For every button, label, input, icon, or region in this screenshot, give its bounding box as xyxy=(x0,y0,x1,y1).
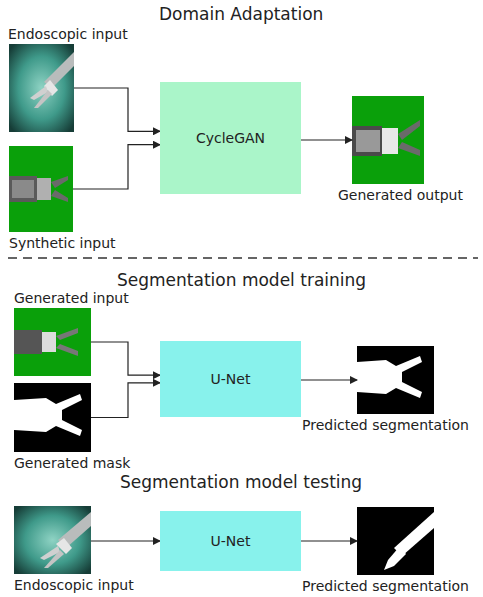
section-title: Segmentation model training xyxy=(117,270,366,290)
mask-image xyxy=(357,507,434,575)
flow-arrow xyxy=(301,379,357,380)
box-label: U-Net xyxy=(211,371,251,387)
image-caption: Generated input xyxy=(14,290,129,306)
endoscopic-image xyxy=(14,506,91,574)
flow-arrow xyxy=(73,145,160,189)
image-node: Synthetic input xyxy=(9,146,73,232)
image-node: Generated output xyxy=(352,96,424,184)
image-caption: Predicted segmentation xyxy=(302,417,469,433)
generated-image xyxy=(352,96,424,184)
image-node: Predicted segmentation xyxy=(357,346,434,414)
image-caption: Endoscopic input xyxy=(8,26,128,42)
process-box: CycleGAN xyxy=(160,82,301,194)
flow-arrow xyxy=(91,540,160,541)
process-box: U-Net xyxy=(160,511,301,571)
section-title: Segmentation model testing xyxy=(120,472,362,492)
flow-arrow xyxy=(91,342,160,375)
image-caption: Predicted segmentation xyxy=(302,578,469,594)
endoscopic-image xyxy=(9,44,74,132)
image-caption: Generated output xyxy=(338,187,463,203)
flow-arrow xyxy=(301,540,357,541)
image-caption: Endoscopic input xyxy=(14,577,134,593)
image-node: Generated mask xyxy=(14,383,91,452)
image-caption: Generated mask xyxy=(14,455,130,471)
box-label: CycleGAN xyxy=(196,130,265,146)
image-node: Generated input xyxy=(14,308,91,376)
flow-arrow xyxy=(301,139,352,140)
generated-image xyxy=(14,308,91,376)
separator-line xyxy=(8,257,478,259)
flow-arrow xyxy=(91,383,160,418)
image-caption: Synthetic input xyxy=(9,235,116,251)
image-node: Predicted segmentation xyxy=(357,507,434,575)
mask-image xyxy=(357,346,434,414)
flow-arrow xyxy=(74,88,160,131)
image-node: Endoscopic input xyxy=(9,44,74,132)
synthetic-image xyxy=(9,146,73,232)
image-node: Endoscopic input xyxy=(14,506,91,574)
mask-image xyxy=(14,383,91,452)
process-box: U-Net xyxy=(160,341,301,417)
box-label: U-Net xyxy=(211,533,251,549)
section-title: Domain Adaptation xyxy=(159,4,323,24)
